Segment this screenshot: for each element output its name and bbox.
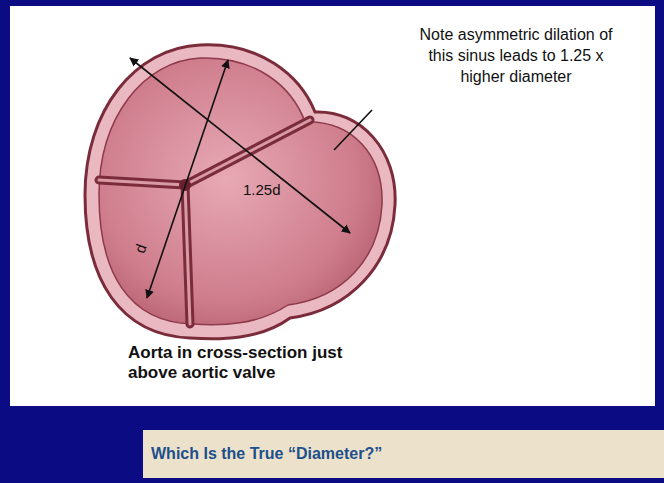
diameter-arrow (147, 60, 228, 298)
aortic-wall (85, 45, 395, 339)
leader-line (334, 110, 372, 150)
valve-commissures (99, 120, 310, 324)
note-text: Note asymmetric dilation of this sinus l… (418, 24, 614, 87)
dimension-label: 1.25d (243, 181, 281, 198)
diameter-arrow (130, 58, 350, 233)
aortic-sinuses (99, 58, 382, 325)
slide-title: Which Is the True “Diameter?” (151, 430, 382, 478)
figure-caption: Aorta in cross-section just above aortic… (128, 343, 350, 383)
